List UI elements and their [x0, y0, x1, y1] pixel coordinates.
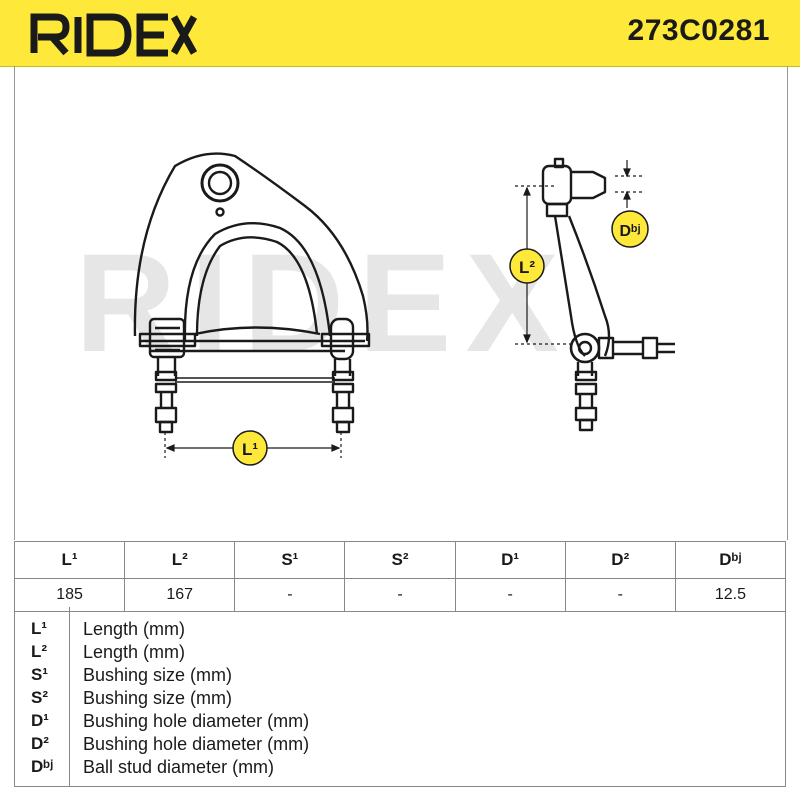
legend-desc: Bushing hole diameter (mm): [83, 734, 310, 754]
ridex-logo: [30, 13, 198, 57]
specs-header-cell: Dᵇʲ: [674, 541, 787, 579]
legend-code: D¹: [31, 711, 49, 730]
specs-header-cell: L²: [124, 541, 236, 579]
label-l1: L¹: [242, 440, 258, 459]
watermark: RIDEX: [75, 224, 573, 381]
legend-row: D¹ Bushing hole diameter (mm): [15, 711, 787, 733]
legend-row: Dᵇʲ Ball stud diameter (mm): [15, 757, 787, 779]
legend-desc: Bushing hole diameter (mm): [83, 711, 310, 731]
specs-header-row: L¹ L² S¹ S² D¹ D² Dᵇʲ: [13, 541, 787, 579]
legend-desc: Bushing size (mm): [83, 665, 233, 685]
technical-drawing: RIDEX: [14, 66, 788, 540]
legend-code: S¹: [31, 665, 48, 684]
legend-code: S²: [31, 688, 48, 707]
legend-code: Dᵇʲ: [31, 757, 54, 776]
legend-desc: Length (mm): [83, 619, 186, 639]
label-l1-badge: [232, 430, 268, 466]
legend-row: D² Bushing hole diameter (mm): [15, 734, 787, 756]
legend-panel: L¹ Length (mm) L² Length (mm) S¹ Bushing…: [14, 607, 786, 787]
specs-header-cell: S¹: [234, 541, 346, 579]
legend-row: S¹ Bushing size (mm): [15, 665, 787, 687]
specs-value-cell: 12.5: [674, 578, 787, 612]
legend-code: L¹: [31, 619, 48, 638]
label-l2: L²: [519, 258, 535, 277]
specs-value-cell: -: [454, 578, 566, 612]
legend-desc: Ball stud diameter (mm): [83, 757, 275, 777]
header-bar: 273C0281: [0, 0, 800, 67]
legend-row: L¹ Length (mm): [15, 619, 787, 641]
front-view-arm: [133, 152, 371, 434]
label-dbj: Dᵇʲ: [620, 223, 641, 240]
specs-value-cell: -: [564, 578, 676, 612]
legend-desc: Length (mm): [83, 642, 186, 662]
specs-value-cell: -: [344, 578, 456, 612]
side-view-arm: [541, 157, 675, 432]
specs-header-cell: L¹: [13, 541, 126, 579]
legend-code: L²: [31, 642, 48, 661]
specs-header-cell: D²: [564, 541, 676, 579]
label-dbj-badge: [611, 210, 649, 248]
control-arm-drawing: RIDEX: [75, 152, 675, 466]
legend-row: L² Length (mm): [15, 642, 787, 664]
specs-value-cell: -: [234, 578, 346, 612]
specs-table: L¹ L² S¹ S² D¹ D² Dᵇʲ 185 167 - - - - 12…: [13, 541, 787, 612]
specs-value-row: 185 167 - - - - 12.5: [13, 578, 787, 612]
legend-row: S² Bushing size (mm): [15, 688, 787, 710]
part-number: 273C0281: [627, 14, 770, 47]
dimension-dbj: [615, 160, 645, 208]
legend-code: D²: [31, 734, 49, 753]
specs-header-cell: S²: [344, 541, 456, 579]
legend-divider: [69, 607, 70, 787]
specs-value-cell: 167: [124, 578, 236, 612]
legend-desc: Bushing size (mm): [83, 688, 233, 708]
label-l2-badge: [509, 248, 545, 284]
specs-header-cell: D¹: [454, 541, 566, 579]
